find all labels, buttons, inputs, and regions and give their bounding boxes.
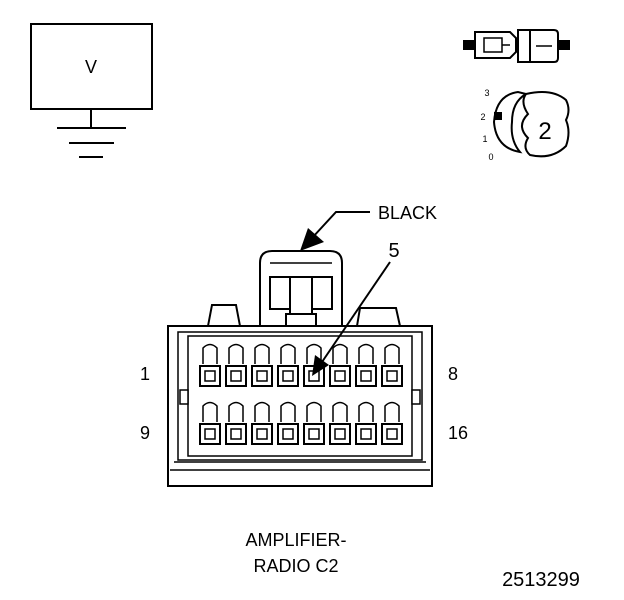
pin-cavity-16 [381, 401, 403, 445]
pin-cavity-4 [277, 343, 299, 387]
pin-cavity-1 [199, 343, 221, 387]
figure-number: 2513299 [502, 569, 580, 591]
pin-cavity-15 [355, 401, 377, 445]
pin-cavity-8 [381, 343, 403, 387]
pin-cavity-6 [329, 343, 351, 387]
pin-cavity-9 [199, 401, 221, 445]
ignition-key-icon: 3 2 1 0 2 [480, 88, 570, 162]
ignition-position-2: 2 [480, 112, 485, 122]
color-arrow-icon [300, 228, 324, 251]
pin-pointer-arrow-icon [312, 355, 329, 376]
pin-cavity-11 [251, 401, 273, 445]
pin-cavity-7 [355, 343, 377, 387]
row1-start-label: 1 [140, 364, 150, 384]
pin-cavity-12 [277, 401, 299, 445]
voltmeter-box [30, 23, 153, 110]
probe-icon [463, 29, 570, 63]
ignition-position-1: 1 [482, 134, 487, 144]
pin-cavity-14 [329, 401, 351, 445]
ignition-position-0: 0 [488, 152, 493, 162]
row2-end-label: 16 [448, 423, 468, 443]
pin-cavity-13 [303, 401, 325, 445]
ignition-position-3: 3 [484, 88, 489, 98]
connector-face: 5 [167, 240, 433, 487]
pointer-pin-label: 5 [388, 240, 399, 262]
pin-cavity-2 [225, 343, 247, 387]
pin-cavity-10 [225, 401, 247, 445]
ignition-key-position: 2 [538, 118, 551, 145]
connector-name-line2: RADIO C2 [253, 556, 338, 576]
connector-color-label: BLACK [378, 203, 437, 223]
color-callout: BLACK [300, 203, 437, 251]
pin-pointer: 5 [312, 240, 400, 376]
pin-cavity-3 [251, 343, 273, 387]
voltmeter-symbol: V [30, 23, 153, 158]
row2-start-label: 9 [140, 423, 150, 443]
connector-name-line1: AMPLIFIER- [245, 530, 346, 550]
ground-icon [57, 127, 126, 158]
row1-end-label: 8 [448, 364, 458, 384]
voltmeter-label: V [85, 57, 97, 77]
